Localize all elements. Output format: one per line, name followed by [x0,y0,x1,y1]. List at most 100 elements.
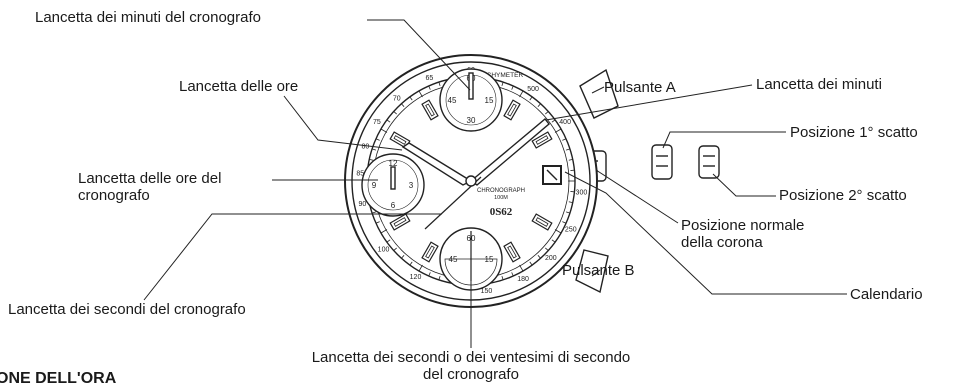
minute-tick [562,221,567,224]
minute-tick [428,272,431,277]
dial-caliber: 0S62 [490,206,513,218]
bezel-tachymeter-label: TACHYMETER [479,72,524,79]
leader-chrono-minute-hand [367,19,471,91]
minute-tick [565,211,571,214]
hour-index-inner [535,135,549,145]
minute-tick [519,264,524,272]
bezel-number: 300 [576,190,588,197]
minute-tick [375,138,380,141]
leader-crown-normal [595,169,679,224]
hour-index [503,241,521,263]
minute-tick [568,158,573,161]
leader-crown-pos-1 [662,131,786,149]
label-pusher-b: Pulsante B [562,262,635,279]
subdial-top-number: 45 [448,96,457,105]
hour-index-inner [535,217,549,227]
leader-crown-pos-2 [712,173,776,197]
section-heading-fragment: ONE DELL'ORA [0,370,117,387]
label-chrono-sec-twentieth-line1: Lancetta dei secondi o dei ventesimi di … [311,349,631,366]
bezel-number: 180 [517,276,529,283]
leader-calendar [564,171,847,295]
leader-chrono-second-hand [143,213,442,301]
minute-tick [401,103,405,107]
label-calendar: Calendario [850,286,923,303]
label-crown-pos-2: Posizione 2° scatto [779,187,907,204]
bezel-number: 75 [373,119,381,126]
minute-tick [371,148,377,151]
bezel-number: 65 [426,75,434,82]
minute-tick [409,261,413,266]
minute-tick [386,239,391,243]
hour-index-inner [507,103,517,117]
minute-tick [545,247,549,251]
leader-pusher-a [591,86,605,94]
bezel-number: 250 [565,227,577,234]
minute-tick [501,275,504,281]
minute-tick [438,275,441,281]
leader-pusher-b [591,269,601,277]
minute-tick [375,221,380,224]
minute-tick [371,211,377,214]
label-crown-pos-1: Posizione 1° scatto [790,124,918,141]
hour-index-inner [425,103,435,117]
label-crown-normal-line1: Posizione normale [681,217,805,234]
label-chrono-sec-twentieth-line2: del cronografo [423,366,519,383]
hour-index-inner [393,135,407,145]
bezel-number: 400 [559,119,571,126]
label-pusher-a: Pulsante A [604,79,676,96]
hour-index-inner [393,217,407,227]
hour-index [421,241,439,263]
label-minute-hand: Lancetta dei minuti [756,76,882,93]
minute-tick [369,158,374,161]
minute-tick [393,247,397,251]
label-chrono-hour-hand: Lancetta delle ore del cronografo [78,170,278,204]
minute-tick [568,201,573,204]
dial-brand-line-2: 100M [494,195,508,201]
subdial-left-number: 12 [389,159,398,168]
subdial-top-number: 15 [485,96,494,105]
date-window-mark [546,169,558,181]
minute-tick [554,128,562,133]
minute-tick [554,229,562,234]
subdial-left-number: 9 [372,181,377,190]
minute-tick [537,255,541,259]
minute-tick [551,239,556,243]
hour-index [531,213,553,231]
minute-tick [565,148,571,151]
chrono-hour-hand [390,166,396,190]
subdial-top [439,68,503,132]
hour-index [421,99,439,121]
hour-index-inner [425,245,435,259]
label-chrono-hour-hand-line2: cronografo [78,187,150,204]
minute-tick [501,81,504,87]
minute-tick [511,272,514,277]
subdial-top-number: 30 [467,116,476,125]
minute-tick [438,81,441,87]
subdial-left-number: 6 [391,201,396,210]
bezel-number: 100 [378,246,390,253]
minute-tick [393,111,397,115]
subdial-bottom-fan [444,258,498,286]
pusher-b [575,249,609,294]
label-chrono-minute-hand: Lancetta dei minuti del cronografo [35,9,261,26]
minute-tick [418,264,423,272]
chrono-minute-hand [468,72,474,100]
label-chrono-hour-hand-line1: Lancetta delle ore del [78,170,222,187]
minute-tick [511,85,514,90]
hour-index [389,131,411,149]
subdial-bottom-number: 15 [485,255,494,264]
label-chrono-sec-twentieth: Lancetta dei secondi o dei ventesimi di … [212,349,730,383]
minute-tick [380,229,388,234]
hour-index [389,213,411,231]
subdial-bottom-number: 45 [449,255,458,264]
minute-tick [409,96,413,101]
dial-brand-line-1: CHRONOGRAPH [477,188,525,194]
minute-tick [545,111,549,115]
hour-hand [401,142,473,186]
crown-position-1 [651,144,673,180]
pusher-a [579,68,619,119]
bezel-number: 150 [481,288,493,295]
minute-tick [418,90,423,98]
